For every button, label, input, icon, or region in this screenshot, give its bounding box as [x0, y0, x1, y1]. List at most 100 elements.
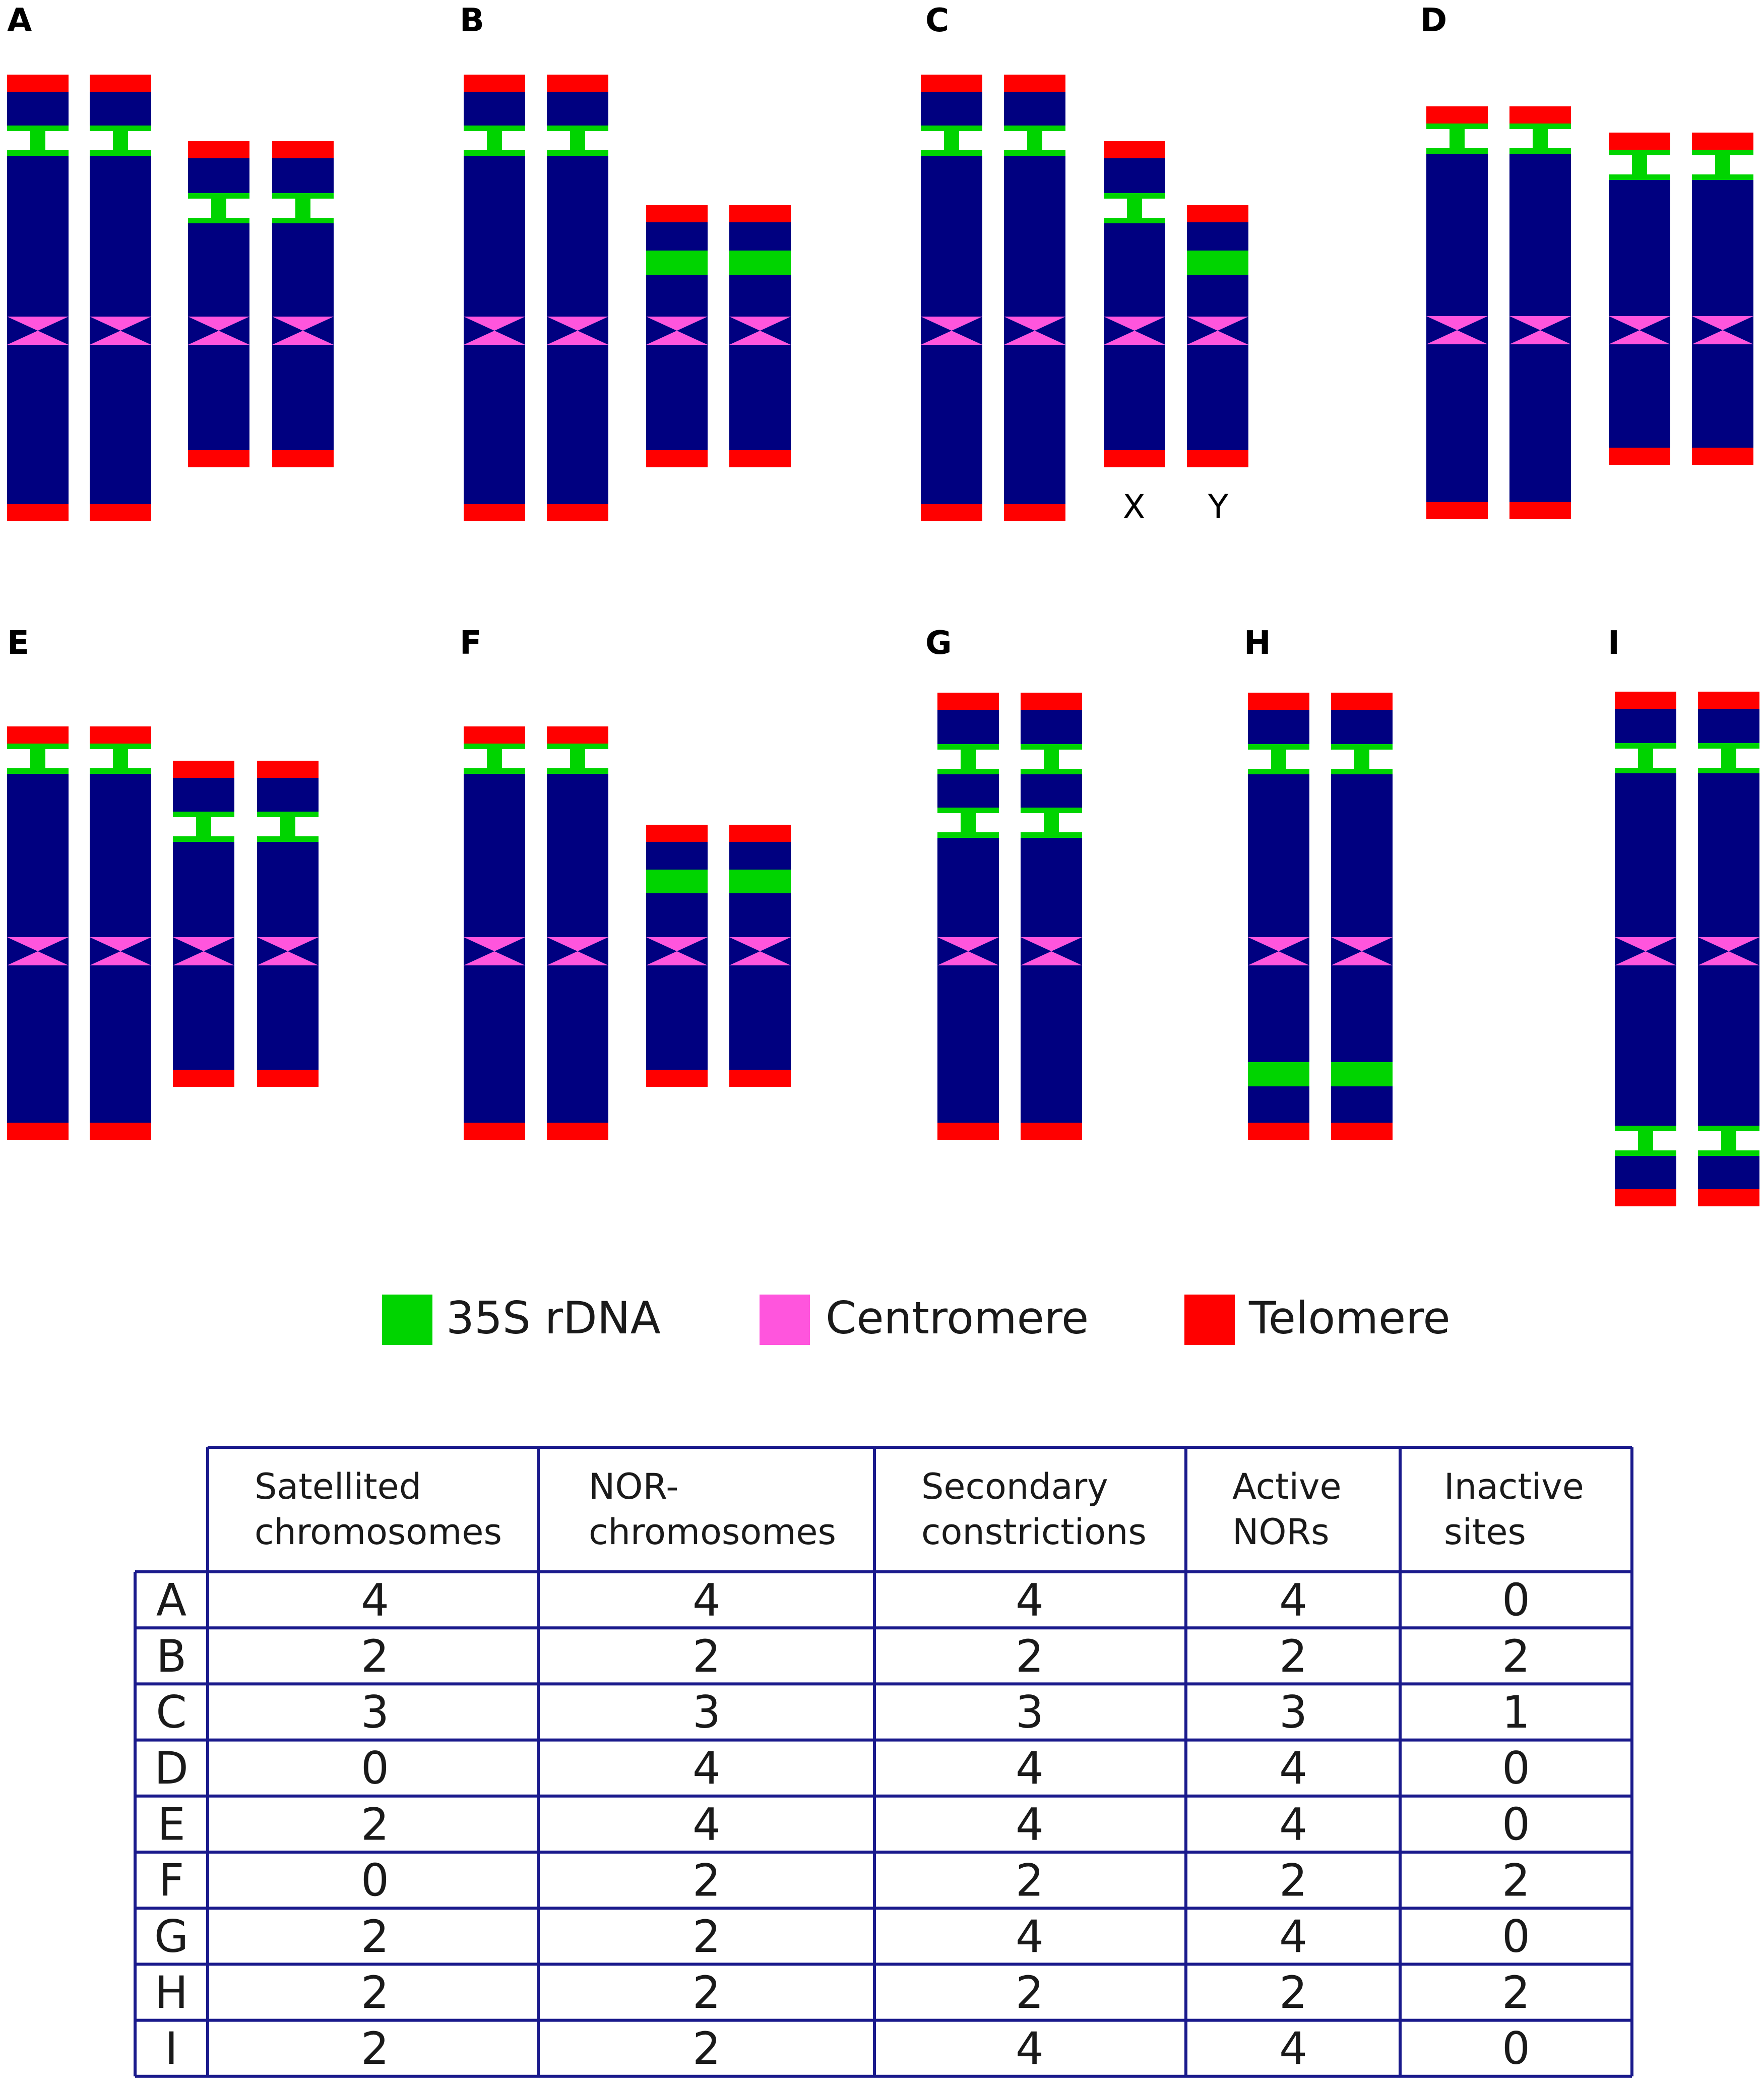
telomere-bottom [188, 450, 249, 467]
centromere-left-notch [173, 937, 204, 965]
header-secondary-line1: Secondary [921, 1466, 1108, 1507]
rdna-top-bar [1021, 808, 1082, 813]
centromere-left-notch [257, 937, 288, 965]
centromere-left-notch [188, 317, 219, 345]
rdna-stalk [961, 813, 976, 832]
rdna-band [646, 870, 708, 893]
header-secondary-line2: constrictions [921, 1511, 1147, 1553]
chromosome-a-large-2 [90, 75, 151, 521]
table-grid [134, 1446, 1633, 2078]
rdna-stalk [211, 199, 226, 218]
telomere-top [1692, 133, 1753, 150]
legend-label-rdna: 35S rDNA [446, 1292, 661, 1344]
centromere-left-notch [729, 317, 760, 345]
centromere-left-notch [547, 937, 578, 965]
rdna-top-bar [1004, 126, 1065, 131]
centromere-right-notch [303, 317, 334, 345]
rdna-bottom-bar [1331, 769, 1393, 774]
rdna-stalk [487, 131, 502, 150]
centromere-right-notch [1362, 937, 1393, 965]
table-cell: 2 [1016, 1967, 1044, 2018]
telomere-top [1509, 106, 1571, 124]
telomere-top [1104, 141, 1165, 158]
table-cell: 2 [1016, 1855, 1044, 1907]
table-cell: 4 [1016, 2022, 1044, 2074]
rdna-stalk [113, 749, 128, 768]
rdna-bottom-bar [1692, 174, 1753, 180]
header-satellited-line2: chromosomes [255, 1511, 502, 1553]
rdna-stalk [570, 131, 585, 150]
chromosome-a-small-1 [188, 141, 249, 467]
telomere-top [257, 761, 319, 778]
rdna-top-bar [1615, 743, 1676, 749]
centromere-left-notch [464, 937, 494, 965]
rdna-stalk [1638, 1131, 1653, 1150]
row-label: C [156, 1686, 186, 1738]
chromatin-arm [1692, 150, 1753, 448]
centromere-left-notch [1426, 316, 1457, 344]
telomere-top [1187, 205, 1248, 222]
rdna-stalk [1721, 749, 1736, 768]
centromere-right-notch [1457, 316, 1488, 344]
centromere-right-notch [1135, 317, 1165, 345]
centromere-right-notch [578, 317, 608, 345]
telomere-top [547, 75, 608, 92]
rdna-stalk [961, 750, 976, 769]
rdna-stalk [1450, 129, 1465, 148]
telomere-top [729, 825, 791, 842]
telomere-bottom [646, 1070, 708, 1087]
telomere-bottom [729, 450, 791, 467]
chromosome-y-label: Y [1208, 487, 1229, 526]
table-cell: 1 [1502, 1686, 1530, 1738]
centromere-left-notch [937, 937, 968, 965]
table-cell: 4 [1279, 1742, 1307, 1794]
panel-label-e: E [7, 625, 29, 662]
centromere-right-notch [1640, 316, 1670, 344]
chromosome-g-2 [1021, 693, 1082, 1140]
table-cell: 2 [1016, 1630, 1044, 1682]
centromere-left-notch [1331, 937, 1362, 965]
chromosome-x-label: X [1122, 487, 1145, 526]
rdna-stalk [113, 131, 128, 150]
legend-label-telomere: Telomere [1248, 1292, 1450, 1344]
rdna-bottom-bar [7, 768, 69, 774]
centromere-right-notch [494, 937, 525, 965]
centromere-left-notch [1187, 317, 1218, 345]
table-cell: 2 [692, 1630, 721, 1682]
rdna-bottom-bar [464, 768, 525, 774]
rdna-bottom-bar [173, 836, 234, 842]
chromatin-arm [1509, 124, 1571, 502]
chromatin-arm [464, 92, 525, 504]
row-label: D [154, 1742, 188, 1794]
table-cell: 3 [1016, 1686, 1044, 1738]
telomere-bottom [1021, 1123, 1082, 1140]
chromosome-d-small-2 [1692, 133, 1753, 465]
telomere-bottom [1698, 1189, 1759, 1206]
telomere-top [1248, 693, 1309, 710]
telomere-top [1698, 692, 1759, 709]
telomere-bottom [1104, 450, 1165, 467]
centromere-left-notch [7, 317, 38, 345]
table-cell: 3 [1279, 1686, 1307, 1738]
centromere-left-notch [90, 937, 120, 965]
chromosome-a-large-1 [7, 75, 69, 521]
chromosome-g-1 [937, 693, 999, 1140]
rdna-top-bar [1615, 1126, 1676, 1131]
centromere-right-notch [760, 937, 791, 965]
table-cell: 2 [692, 1911, 721, 1963]
telomere-top [188, 141, 249, 158]
table-cell: 2 [361, 1967, 389, 2018]
chromosome-d-small-1 [1609, 133, 1670, 465]
rdna-bottom-bar [1248, 769, 1309, 774]
rdna-band [1331, 1062, 1393, 1086]
centromere-right-notch [1051, 937, 1082, 965]
telomere-top [937, 693, 999, 710]
table-cell: 2 [1279, 1855, 1307, 1907]
panel-label-f: F [460, 625, 482, 662]
rdna-top-bar [1104, 193, 1165, 199]
rdna-bottom-bar [90, 768, 151, 774]
chromatin-arm [7, 744, 69, 1123]
